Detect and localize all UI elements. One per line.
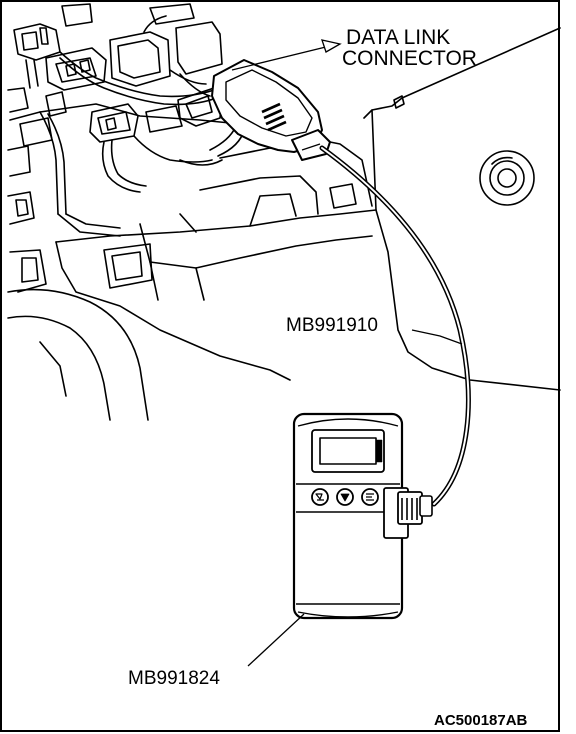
figure-code: AC500187AB [434, 712, 528, 729]
cable-mb991910 [319, 145, 471, 507]
label-connector-line2: CONNECTOR [342, 47, 477, 70]
data-link-connector-plug [211, 59, 331, 161]
label-tester: MB991824 [128, 668, 220, 689]
label-connector-line1: DATA LINK [346, 26, 450, 49]
figure-border [0, 0, 560, 732]
leader-lines [231, 39, 463, 667]
vent-outer [479, 150, 535, 206]
leader-connector [231, 43, 339, 71]
tester-mb991824 [292, 412, 433, 620]
dashboard-underside [7, 3, 561, 421]
leader-cable [411, 329, 463, 345]
leader-tester [247, 613, 305, 667]
enter-button-icon [311, 488, 329, 506]
label-cable: MB991910 [286, 315, 378, 336]
